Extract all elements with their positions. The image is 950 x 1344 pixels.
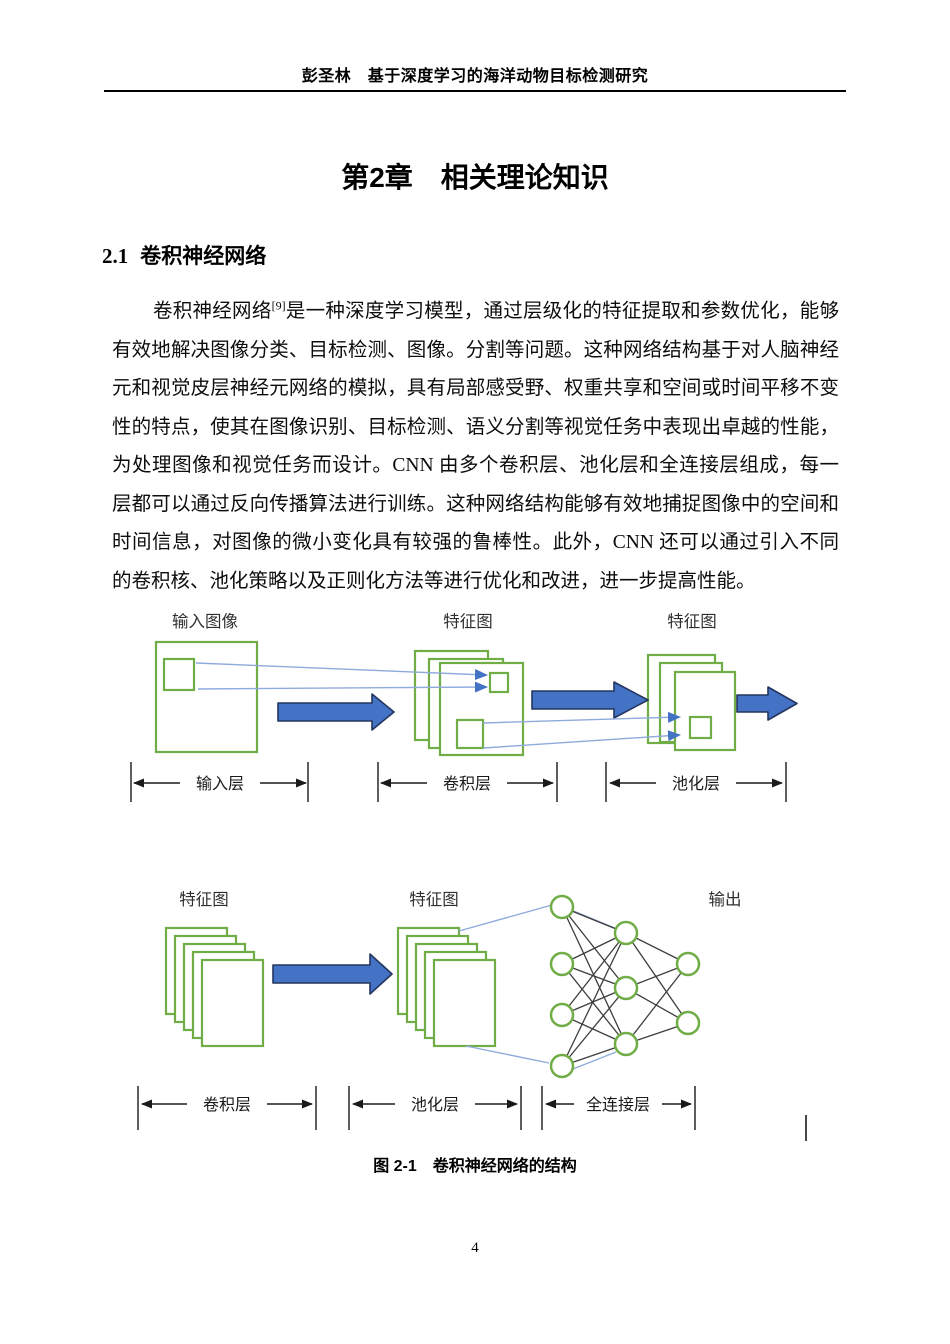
- neuron-node: [549, 1002, 575, 1028]
- conv-feature-map-stack-2: [164, 926, 265, 1048]
- mapping-line: [482, 711, 681, 724]
- label-pool-layer-2: 池化层: [411, 1096, 459, 1114]
- dimension-fc-layer: 全连接层: [541, 1086, 696, 1130]
- pool-feature-map-stack-2: [396, 926, 497, 1048]
- conv-receptive-field-box: [455, 718, 485, 750]
- fanin-line: [572, 1051, 617, 1070]
- label-fc-layer: 全连接层: [586, 1096, 650, 1114]
- label-input-layer: 输入层: [196, 775, 244, 793]
- neuron-node: [549, 894, 575, 920]
- header-rule: [104, 90, 846, 92]
- dimension-input-layer: 输入层: [130, 762, 309, 802]
- fanin-line: [458, 904, 553, 932]
- conv-map-target-box: [488, 671, 510, 694]
- flow-arrow-conv2-to-pool2: [272, 953, 393, 995]
- neuron-node: [675, 1010, 701, 1036]
- label-feature-map-1: 特征图: [443, 612, 493, 631]
- running-header-text: 彭圣林 基于深度学习的海洋动物目标检测研究: [301, 68, 649, 85]
- label-conv-layer-2: 卷积层: [203, 1096, 251, 1114]
- neuron-node: [675, 951, 701, 977]
- neuron-node: [613, 975, 639, 1001]
- page-number: 4: [471, 1240, 479, 1256]
- label-pool-layer-1: 池化层: [672, 775, 720, 793]
- mapping-line: [197, 681, 488, 693]
- pool-map-target-box: [688, 715, 713, 740]
- body-paragraph: 卷积神经网络[9]是一种深度学习模型，通过层级化的特征提取和参数优化，能够有效地…: [112, 293, 839, 601]
- pool-feature-map-stack: [646, 653, 737, 752]
- dimension-pool-layer-1: 池化层: [605, 762, 787, 802]
- flow-arrow-input-to-conv: [277, 693, 395, 731]
- running-header: 彭圣林 基于深度学习的海洋动物目标检测研究: [0, 62, 950, 86]
- neuron-node: [549, 1053, 575, 1079]
- paragraph-lead: 卷积神经网络: [153, 301, 272, 322]
- dimension-conv-layer-1: 卷积层: [377, 762, 558, 802]
- label-output: 输出: [709, 890, 742, 909]
- mapping-line: [195, 662, 488, 681]
- label-feature-map-3: 特征图: [179, 890, 229, 909]
- section-number: 2.1: [102, 244, 129, 268]
- neuron-node: [549, 951, 575, 977]
- input-receptive-field-box: [162, 657, 196, 692]
- flow-arrow-pool-out: [736, 686, 798, 721]
- neuron-node: [613, 1031, 639, 1057]
- label-input-image: 输入图像: [172, 612, 238, 631]
- label-feature-map-2: 特征图: [667, 612, 717, 631]
- label-feature-map-4: 特征图: [409, 890, 459, 909]
- label-conv-layer-1: 卷积层: [443, 775, 491, 793]
- dimension-pool-layer-2: 池化层: [348, 1086, 522, 1130]
- cnn-structure-figure: 输入图像 特征图 特征图 输入层 卷积层 池化层: [130, 612, 807, 1141]
- citation-marker: [9]: [271, 298, 286, 313]
- dimension-conv-layer-2: 卷积层: [137, 1086, 317, 1130]
- section-title: 卷积神经网络: [140, 245, 267, 268]
- flow-arrow-conv-to-pool: [531, 681, 649, 719]
- fanin-line: [465, 1045, 550, 1064]
- section-heading: 2.1 卷积神经网络: [102, 240, 266, 270]
- mapping-line: [482, 730, 681, 749]
- input-image-box: [154, 640, 259, 754]
- conv-feature-map-stack: [413, 649, 525, 757]
- figure-caption: 图 2-1 卷积神经网络的结构: [373, 1158, 577, 1175]
- fc-network-nodes: [549, 894, 701, 1079]
- neuron-node: [613, 920, 639, 946]
- chapter-title: 第2章 相关理论知识: [341, 162, 609, 193]
- paragraph-body: 是一种深度学习模型，通过层级化的特征提取和参数优化，能够有效地解决图像分类、目标…: [112, 301, 839, 592]
